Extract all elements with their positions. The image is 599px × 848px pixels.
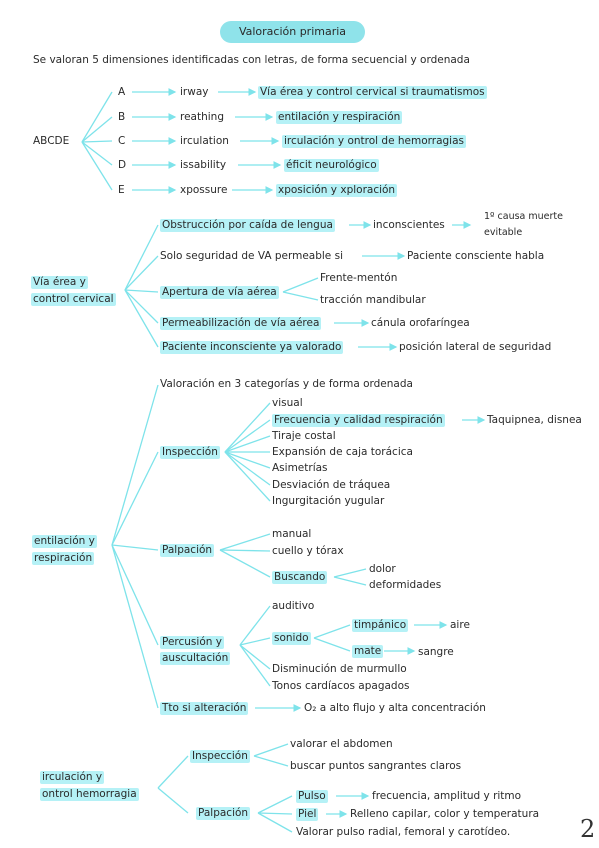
via-item-frente-menton: Frente-mentón (320, 272, 398, 284)
via-item-canula: cánula orofaríngea (371, 317, 470, 329)
circulacion-root-2: ontrol hemorragia (40, 788, 139, 801)
term-circulation: irculation (180, 135, 229, 147)
via-item-traccion: tracción mandibular (320, 294, 426, 306)
insp-item: Expansión de caja torácica (272, 446, 413, 458)
via-aerea-root-1: Vía érea y (31, 276, 88, 289)
via-item-inconscientes: inconscientes (373, 219, 445, 231)
insp-item: Desviación de tráquea (272, 479, 391, 491)
page-number: 2 (580, 815, 596, 843)
palp-item: cuello y tórax (272, 545, 344, 557)
via-item-posicion-lateral: posición lateral de seguridad (399, 341, 552, 353)
letter-e: E (118, 184, 125, 196)
term-breathing: reathing (180, 111, 224, 123)
via-item-inconsciente-valorado: Paciente inconsciente ya valorado (160, 341, 344, 354)
buscando-item: dolor (369, 563, 396, 575)
desc-disability: éficit neurológico (284, 159, 379, 172)
ventilacion-percusion-2: auscultación (160, 652, 231, 665)
sonido-sangre: sangre (418, 646, 454, 658)
ventilacion-palpacion: Palpación (160, 544, 215, 557)
via-item-primera-causa: 1º causa muerte (484, 211, 563, 222)
insp-item: Ingurgitación yugular (272, 495, 385, 507)
desc-airway: Vía érea y control cervical si traumatis… (258, 86, 487, 99)
circ-pulso-radial: Valorar pulso radial, femoral y carotíde… (296, 826, 511, 838)
ventilacion-root-2: respiración (32, 552, 95, 565)
desc-circulation: irculación y ontrol de hemorragias (282, 135, 467, 148)
perc-item: Disminución de murmullo (272, 663, 407, 675)
insp-extra: Taquipnea, disnea (487, 414, 582, 426)
circ-insp-item: valorar el abdomen (290, 738, 393, 750)
circ-pulso-detail: frecuencia, amplitud y ritmo (372, 790, 522, 802)
via-item-obstruccion: Obstrucción por caída de lengua (160, 219, 335, 232)
perc-item: Tonos cardíacos apagados (272, 680, 410, 692)
circ-insp-item: buscar puntos sangrantes claros (290, 760, 462, 772)
via-item-habla: Paciente consciente habla (407, 250, 545, 262)
insp-item: Tiraje costal (272, 430, 336, 442)
term-airway: irway (180, 86, 209, 98)
ventilacion-percusion-1: Percusión y (160, 636, 224, 649)
sonido-aire: aire (450, 619, 470, 631)
letter-d: D (118, 159, 127, 171)
letter-b: B (118, 111, 126, 123)
ventilacion-root-1: entilación y (32, 535, 97, 548)
sonido-timpanico: timpánico (352, 619, 409, 632)
via-aerea-root-2: control cervical (31, 293, 116, 306)
palp-item-buscando: Buscando (272, 571, 328, 584)
circulacion-root-1: irculación y (40, 771, 105, 784)
intro-text: Se valoran 5 dimensiones identificadas c… (33, 54, 470, 66)
perc-item: auditivo (272, 600, 315, 612)
sonido-mate: mate (352, 645, 384, 658)
ventilacion-tto: Tto si alteración (160, 702, 249, 715)
page-title: Valoración primaria (220, 21, 365, 43)
via-item-permeabilizacion: Permeabilización de vía aérea (160, 317, 322, 330)
via-item-apertura: Apertura de vía aérea (160, 286, 279, 299)
insp-item: Asimetrías (272, 462, 328, 474)
letter-a: A (118, 86, 126, 98)
circulacion-inspeccion: Inspección (190, 750, 250, 763)
insp-item: Frecuencia y calidad respiración (272, 414, 445, 427)
buscando-item: deformidades (369, 579, 442, 591)
via-item-seguridad: Solo seguridad de VA permeable si (160, 250, 343, 262)
circ-piel: Piel (296, 808, 319, 821)
term-disability: issability (180, 159, 227, 171)
desc-breathing: entilación y respiración (276, 111, 403, 124)
circ-pulso: Pulso (296, 790, 328, 803)
desc-exposure: xposición y xploración (276, 184, 398, 197)
insp-item: visual (272, 397, 303, 409)
ventilacion-intro: Valoración en 3 categorías y de forma or… (160, 378, 413, 390)
perc-item-sonido: sonido (272, 632, 311, 645)
via-item-evitable: evitable (484, 227, 523, 238)
circ-piel-detail: Relleno capilar, color y temperatura (350, 808, 540, 820)
palp-item: manual (272, 528, 312, 540)
term-exposure: xpossure (180, 184, 228, 196)
abcde-root: ABCDE (33, 135, 70, 147)
circulacion-palpacion: Palpación (196, 807, 251, 820)
letter-c: C (118, 135, 126, 147)
ventilacion-inspeccion: Inspección (160, 446, 220, 459)
ventilacion-tto-o2: O₂ a alto flujo y alta concentración (304, 702, 486, 714)
